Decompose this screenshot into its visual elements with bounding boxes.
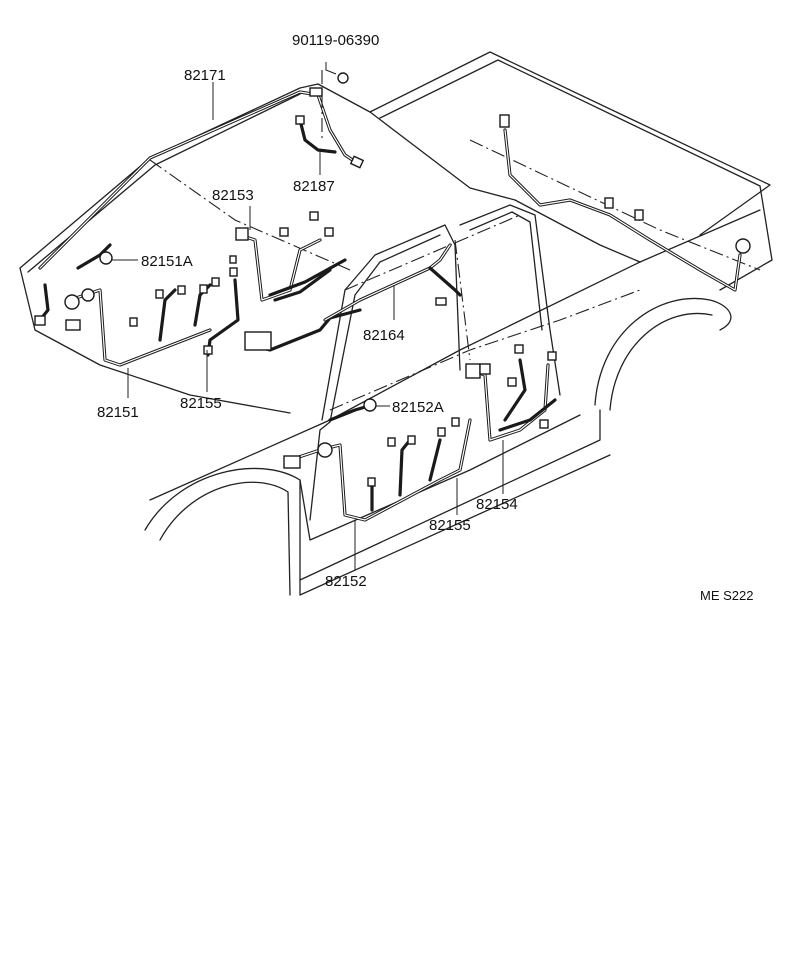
front-harness-82151 (34, 243, 220, 367)
front-harness-82155 (203, 267, 362, 357)
label-clip: 90119-06390 (292, 32, 379, 49)
roof-harness-82171 (38, 87, 365, 270)
label-rear-upper-harness: 82154 (476, 496, 518, 513)
label-front-lower-harness: 82155 (180, 395, 222, 412)
label-rear-lower-harness: 82155 (429, 517, 471, 534)
rear-harness-82154 (465, 344, 557, 442)
label-rear-harness: 82152 (325, 573, 367, 590)
clip-90119-06390 (321, 62, 349, 140)
diagram-code: ME S222 (700, 588, 753, 603)
front-harness-82153 (229, 211, 347, 302)
rear-harness-82152 (283, 398, 472, 522)
label-roof-harness: 82171 (184, 67, 226, 84)
vehicle-body (19, 51, 773, 596)
pillar-harness-82164 (323, 243, 462, 322)
leader-lines (112, 82, 504, 570)
label-pillar-harness: 82164 (363, 327, 405, 344)
label-dome-harness: 82187 (293, 178, 335, 195)
bed-harness (499, 114, 751, 292)
label-front-harness-a: 82151A (141, 253, 193, 270)
label-rear-harness-a: 82152A (392, 399, 444, 416)
label-front-harness: 82151 (97, 404, 139, 421)
label-front-upper-harness: 82153 (212, 187, 254, 204)
